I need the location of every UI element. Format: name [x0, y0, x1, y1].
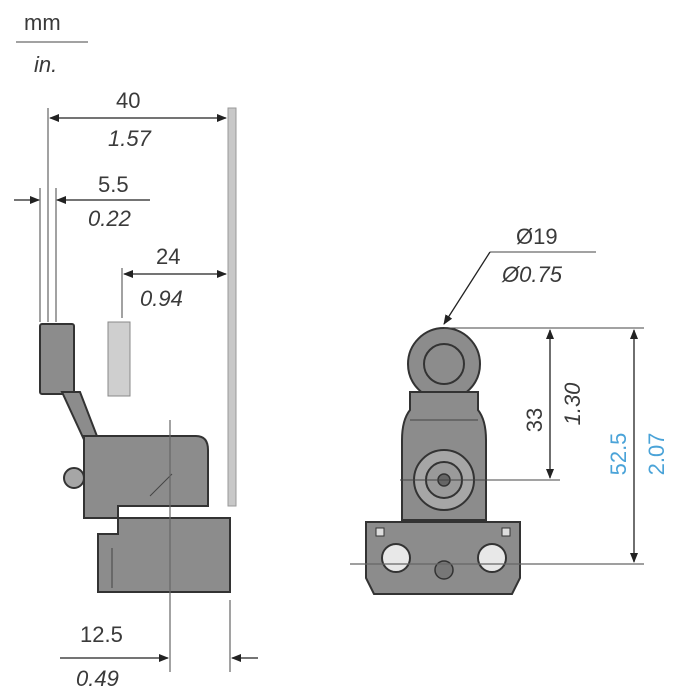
head-detail-line — [149, 473, 173, 497]
dim-base-offset-in: 0.49 — [76, 666, 119, 691]
dim-roller-diameter-in: Ø0.75 — [501, 262, 563, 287]
side-roller — [39, 323, 75, 395]
diameter-leader — [443, 251, 491, 325]
dim-overall-height-mm: 52.5 — [606, 433, 631, 476]
mount-hole-right — [477, 543, 507, 573]
dim-arm-thickness-mm: 5.5 — [98, 172, 129, 197]
dim-roller-diameter-mm: Ø19 — [516, 224, 558, 249]
base-screw — [434, 560, 454, 580]
dim-roller-offset-mm: 24 — [156, 244, 180, 269]
units-legend: mm in. — [16, 10, 88, 77]
base-notch-left — [375, 527, 385, 537]
unit-in-label: in. — [34, 52, 57, 77]
front-view: Ø19 Ø0.75 33 1.30 52.5 2.07 — [350, 224, 669, 595]
front-base — [365, 521, 521, 595]
switch-body — [97, 517, 231, 593]
pivot-cap — [63, 467, 85, 489]
dim-roller-to-pivot-mm: 33 — [522, 408, 547, 432]
dim-roller-to-pivot-in: 1.30 — [560, 382, 585, 426]
dim-overall-width-in: 1.57 — [108, 126, 152, 151]
roller-alt-position — [107, 321, 131, 397]
dim-roller-offset-in: 0.94 — [140, 286, 183, 311]
dim-base-offset-mm: 12.5 — [80, 622, 123, 647]
dim-overall-width-mm: 40 — [116, 88, 140, 113]
reference-edge — [227, 107, 237, 507]
switch-head — [83, 435, 209, 519]
dim-overall-height-in: 2.07 — [644, 433, 669, 476]
base-notch-right — [501, 527, 511, 537]
roller-hub — [423, 343, 465, 385]
unit-mm-label: mm — [24, 10, 61, 35]
side-view: 40 1.57 5.5 0.22 24 0.94 12.5 0.49 — [14, 88, 258, 691]
dim-arm-thickness-in: 0.22 — [88, 206, 131, 231]
mount-hole-left — [381, 543, 411, 573]
